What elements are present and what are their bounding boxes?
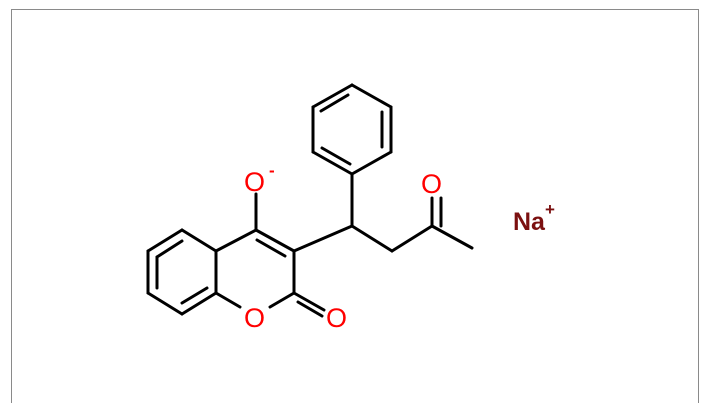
bond-ch2-co bbox=[390, 224, 434, 253]
atom-o-ring: O bbox=[244, 303, 265, 333]
bond-ph-inner-2 bbox=[319, 93, 350, 113]
bond-benzo-inner-2 bbox=[180, 286, 209, 305]
bond-c8a-o1 bbox=[214, 291, 242, 309]
atom-o-lactone: O bbox=[326, 303, 347, 333]
bond-benzo-2 bbox=[180, 228, 218, 253]
bond-ph-6 bbox=[311, 150, 354, 176]
bond-ph-4 bbox=[311, 83, 354, 109]
atom-o-ketone: O bbox=[421, 169, 442, 199]
bond-ch-ch2 bbox=[350, 224, 394, 253]
bond-ph-3 bbox=[350, 83, 393, 109]
charge-o-anion: - bbox=[269, 161, 275, 180]
bond-c2-o-lactone-a bbox=[292, 291, 326, 312]
bond-o1-c2 bbox=[268, 291, 296, 309]
bond-c3-c4 bbox=[254, 228, 296, 253]
bond-c3-ch bbox=[292, 224, 354, 253]
bond-ph-1 bbox=[350, 150, 393, 176]
bonds bbox=[146, 83, 474, 318]
image-frame bbox=[11, 9, 699, 403]
atom-o-anion: O bbox=[244, 167, 265, 197]
bond-benzo-inner-1 bbox=[155, 239, 184, 259]
bond-benzo-1 bbox=[146, 228, 184, 253]
bond-benzo-4 bbox=[180, 291, 218, 316]
bond-benzo-5 bbox=[146, 291, 184, 316]
bond-c3-c4-inner bbox=[255, 238, 287, 258]
bond-ph-inner-3 bbox=[320, 146, 352, 166]
atom-sodium: Na bbox=[513, 208, 546, 236]
charge-sodium: + bbox=[545, 200, 555, 219]
bond-c4-c4a bbox=[214, 228, 258, 253]
bond-co-ch3 bbox=[430, 224, 474, 250]
bond-c2-o-lactone-b bbox=[296, 300, 324, 318]
